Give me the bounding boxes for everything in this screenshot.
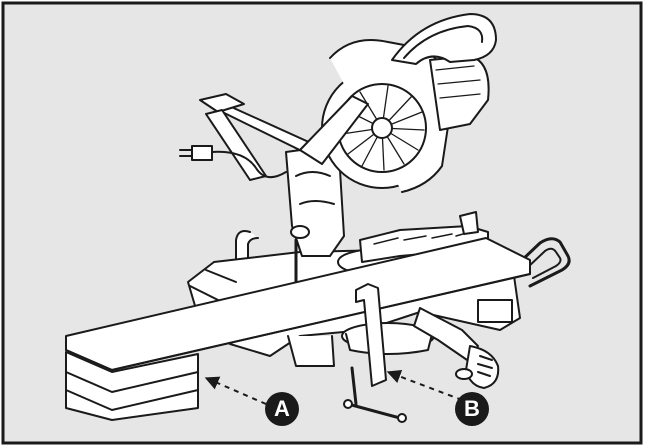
callout-a: A xyxy=(265,392,299,426)
dashed-arrow-icon xyxy=(204,376,267,405)
right-extension-handle xyxy=(518,237,571,288)
power-plug-icon xyxy=(191,145,213,161)
dashed-arrow-icon xyxy=(386,369,463,401)
work-clamp xyxy=(355,283,387,387)
power-cord xyxy=(211,150,287,179)
callout-b: B xyxy=(455,392,489,426)
